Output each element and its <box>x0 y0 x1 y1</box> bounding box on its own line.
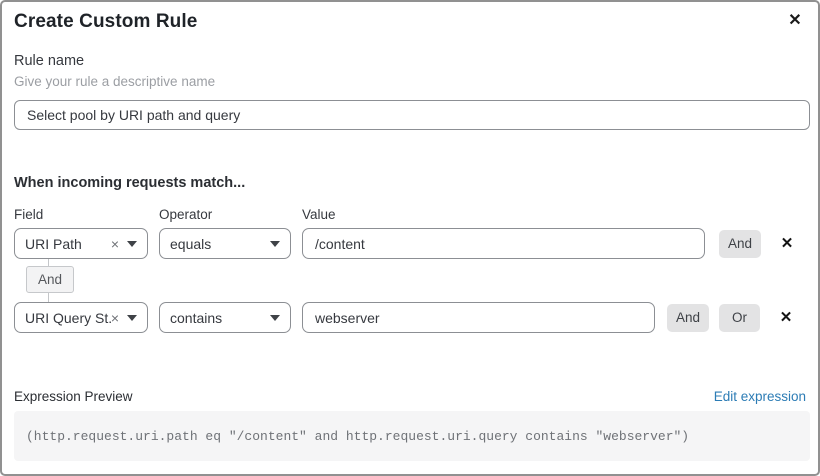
operator-select-row1[interactable]: equals <box>159 228 291 259</box>
field-column-label: Field <box>14 207 44 222</box>
chevron-down-icon <box>270 314 280 321</box>
page-title: Create Custom Rule <box>14 11 198 32</box>
field-select-row1[interactable]: URI Path × <box>14 228 148 259</box>
and-connector-badge: And <box>26 266 75 293</box>
remove-condition-icon[interactable]: ✕ <box>776 233 798 255</box>
field-select-row1-value: URI Path <box>25 235 82 252</box>
condition-row-2: URI Query St... × contains And Or ✕ <box>14 302 806 333</box>
and-button-row2[interactable]: And <box>667 303 709 332</box>
clear-icon[interactable]: × <box>110 235 119 252</box>
clear-icon[interactable]: × <box>110 309 119 326</box>
field-select-row2-value: URI Query St... <box>25 309 111 326</box>
chevron-down-icon <box>127 240 137 247</box>
connector-line-bottom <box>48 293 49 302</box>
chevron-down-icon <box>127 314 137 321</box>
rule-name-label: Rule name <box>14 53 85 69</box>
operator-select-row2[interactable]: contains <box>159 302 291 333</box>
value-input-row2[interactable] <box>302 302 655 333</box>
expression-preview-block: (http.request.uri.path eq "/content" and… <box>14 411 810 461</box>
remove-condition-icon[interactable]: ✕ <box>775 307 797 329</box>
value-input-row1[interactable] <box>302 228 705 259</box>
close-icon[interactable]: ✕ <box>782 8 808 34</box>
match-section-heading: When incoming requests match... <box>14 175 246 191</box>
operator-column-label: Operator <box>159 207 213 222</box>
connector-line-top <box>48 259 49 266</box>
rule-name-input[interactable] <box>14 100 810 130</box>
edit-expression-link[interactable]: Edit expression <box>713 389 806 404</box>
or-button-row2[interactable]: Or <box>719 303 760 332</box>
condition-row-1: URI Path × equals And ✕ <box>14 228 806 259</box>
field-select-row2[interactable]: URI Query St... × <box>14 302 148 333</box>
and-button-row1[interactable]: And <box>719 229 761 258</box>
operator-select-row1-value: equals <box>170 235 212 252</box>
value-column-label: Value <box>302 207 336 222</box>
expression-code: (http.request.uri.path eq "/content" and… <box>26 428 690 444</box>
builder-column-headers: Field Operator Value <box>14 207 806 222</box>
operator-select-row2-value: contains <box>170 309 223 326</box>
chevron-down-icon <box>270 240 280 247</box>
rule-name-helper-text: Give your rule a descriptive name <box>14 74 216 89</box>
expression-preview-label: Expression Preview <box>14 389 133 404</box>
